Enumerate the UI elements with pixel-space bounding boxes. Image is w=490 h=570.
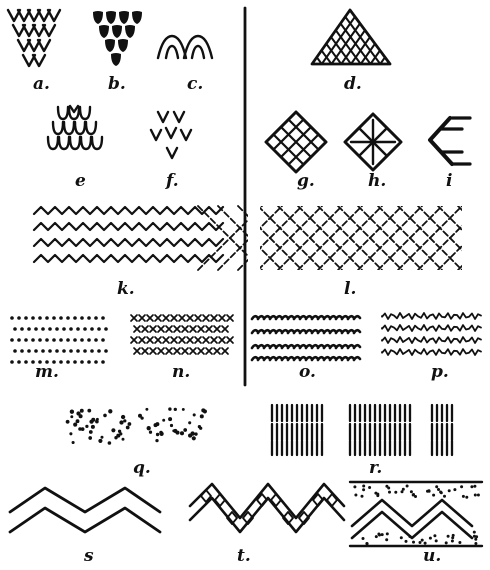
pattern-f-scattered-chevrons <box>151 112 191 158</box>
pattern-o-twisted-line-rows <box>252 316 360 360</box>
pattern-d-cross-hatched-triangle <box>312 10 390 64</box>
label-k: k. <box>117 281 135 298</box>
pattern-b-solid-scale-triangle <box>93 11 142 66</box>
pattern-m-dot-rows <box>10 316 108 364</box>
label-u: u. <box>423 548 441 565</box>
label-g: g. <box>297 173 315 190</box>
pattern-h-quartered-diamond <box>345 114 401 170</box>
pattern-t-zigzag-with-squares <box>190 484 344 532</box>
pattern-u-zigzag-band-with-dots <box>350 482 482 546</box>
label-q: q. <box>133 460 151 477</box>
label-e: e <box>75 173 86 190</box>
label-n: n. <box>172 364 190 381</box>
label-a: a. <box>33 76 50 93</box>
label-t: t. <box>237 548 251 565</box>
label-s: s <box>84 548 94 565</box>
label-m: m. <box>35 364 59 381</box>
label-c: c. <box>187 76 203 93</box>
pattern-l-dashed-cross-hatch <box>198 190 490 282</box>
pattern-r-vertical-stroke-blocks <box>272 405 452 455</box>
pattern-i-comb-motif <box>430 118 470 164</box>
label-d: d. <box>344 76 362 93</box>
label-r: r. <box>369 460 382 477</box>
pattern-n-cross-rows <box>131 315 233 354</box>
pattern-k-zigzag-rows <box>34 207 223 262</box>
label-i: i <box>446 173 452 190</box>
pattern-c-arches <box>158 36 212 58</box>
pattern-q-scattered-dots <box>66 407 207 444</box>
pattern-a-chevron-triangle <box>8 10 60 66</box>
label-f: f. <box>166 173 179 190</box>
pattern-s-double-zigzag <box>10 488 160 532</box>
pattern-e-scale-triangle <box>48 106 102 149</box>
label-h: h. <box>368 173 386 190</box>
label-p: p. <box>431 364 449 381</box>
label-l: l. <box>344 281 356 298</box>
pattern-p-scribble-rows <box>382 313 481 355</box>
label-o: o. <box>299 364 316 381</box>
pattern-g-gridded-diamond <box>266 112 326 172</box>
label-b: b. <box>108 76 126 93</box>
